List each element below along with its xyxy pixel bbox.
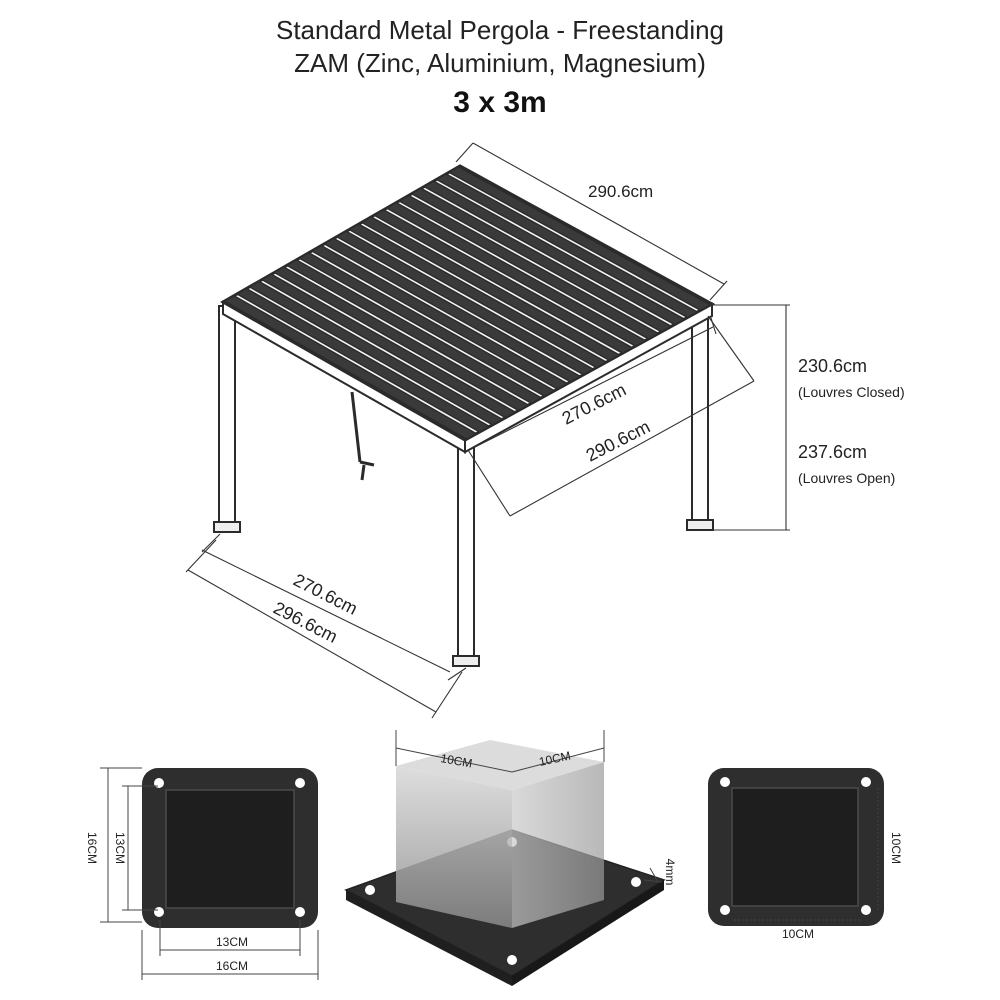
louvre-slat [297, 251, 556, 397]
louvre-slat [260, 273, 517, 419]
post-foot-back-right [686, 519, 714, 531]
base-plate-right [708, 768, 884, 926]
header: Standard Metal Pergola - Freestanding ZA… [0, 14, 1000, 124]
louvres [223, 166, 712, 440]
louvre-slat [397, 194, 660, 340]
bolt-hole [861, 777, 871, 787]
post-right-face [512, 762, 604, 928]
base-plate-left [142, 768, 318, 928]
louvre-slat [272, 266, 530, 412]
label-plate-height-outer: 16CM [85, 832, 99, 864]
label-plate-thickness: 4mm [663, 859, 677, 886]
bolt-hole [861, 905, 871, 915]
pergola-frame [213, 300, 714, 667]
post-left-face [396, 766, 512, 928]
crank-handle [350, 391, 375, 481]
bolt-hole [295, 907, 305, 917]
label-post-left: 10CM [439, 751, 473, 770]
bolt-hole [720, 777, 730, 787]
pergola-dimensions [185, 142, 790, 719]
post-top [396, 740, 604, 790]
louvre-slat [360, 216, 621, 362]
bolt-hole [720, 905, 730, 915]
louvre-slat [347, 223, 608, 369]
base-plate-left-dimensions [100, 767, 319, 980]
louvre-slat [310, 244, 569, 390]
louvre-slat [372, 209, 634, 355]
post-front [457, 439, 475, 663]
louvre-slat [248, 280, 504, 426]
post-foot-back-left [213, 521, 241, 533]
post-back-left [218, 305, 236, 531]
base-plate-middle [344, 740, 666, 986]
louvre-slat [422, 180, 686, 326]
label-depth-top: 290.6cm [588, 182, 653, 201]
label-height-open: 237.6cm [798, 442, 867, 462]
title-line-1: Standard Metal Pergola - Freestanding [275, 15, 725, 45]
label-plate-height-inner: 13CM [113, 832, 127, 864]
label-plate-width-inner: 13CM [216, 935, 248, 949]
bolt-hole [154, 907, 164, 917]
label-height-closed-note: (Louvres Closed) [798, 384, 905, 400]
louvre-slat [335, 230, 595, 376]
louvre-slat [385, 201, 647, 347]
louvre-slat [285, 259, 543, 405]
label-height-closed: 230.6cm [798, 356, 867, 376]
label-outer-depth: 290.6cm [583, 416, 654, 465]
post-back-right [691, 305, 709, 529]
base-plate-middle-dimensions [395, 730, 663, 883]
base-plate-right-dimensions [734, 788, 879, 921]
louvre-slat [235, 287, 491, 433]
louvre-slat [435, 173, 699, 319]
post-foot-front [452, 655, 480, 667]
label-post-right: 10CM [538, 749, 572, 769]
bolt-hole [507, 955, 517, 965]
label-plate-right-width: 10CM [782, 927, 814, 941]
label-plate-width-outer: 16CM [216, 959, 248, 973]
bolt-hole [631, 877, 641, 887]
louvre-slat [410, 187, 673, 333]
title-line-2: ZAM (Zinc, Aluminium, Magnesium) [294, 48, 706, 78]
louvre-slat [322, 237, 582, 383]
label-plate-right-height: 10CM [889, 832, 903, 864]
louvre-slat [447, 166, 712, 312]
size-title: 3 x 3m [453, 86, 547, 119]
bolt-hole [365, 885, 375, 895]
bolt-hole [295, 778, 305, 788]
louvre-slat [223, 294, 478, 440]
label-height-open-note: (Louvres Open) [798, 470, 895, 486]
